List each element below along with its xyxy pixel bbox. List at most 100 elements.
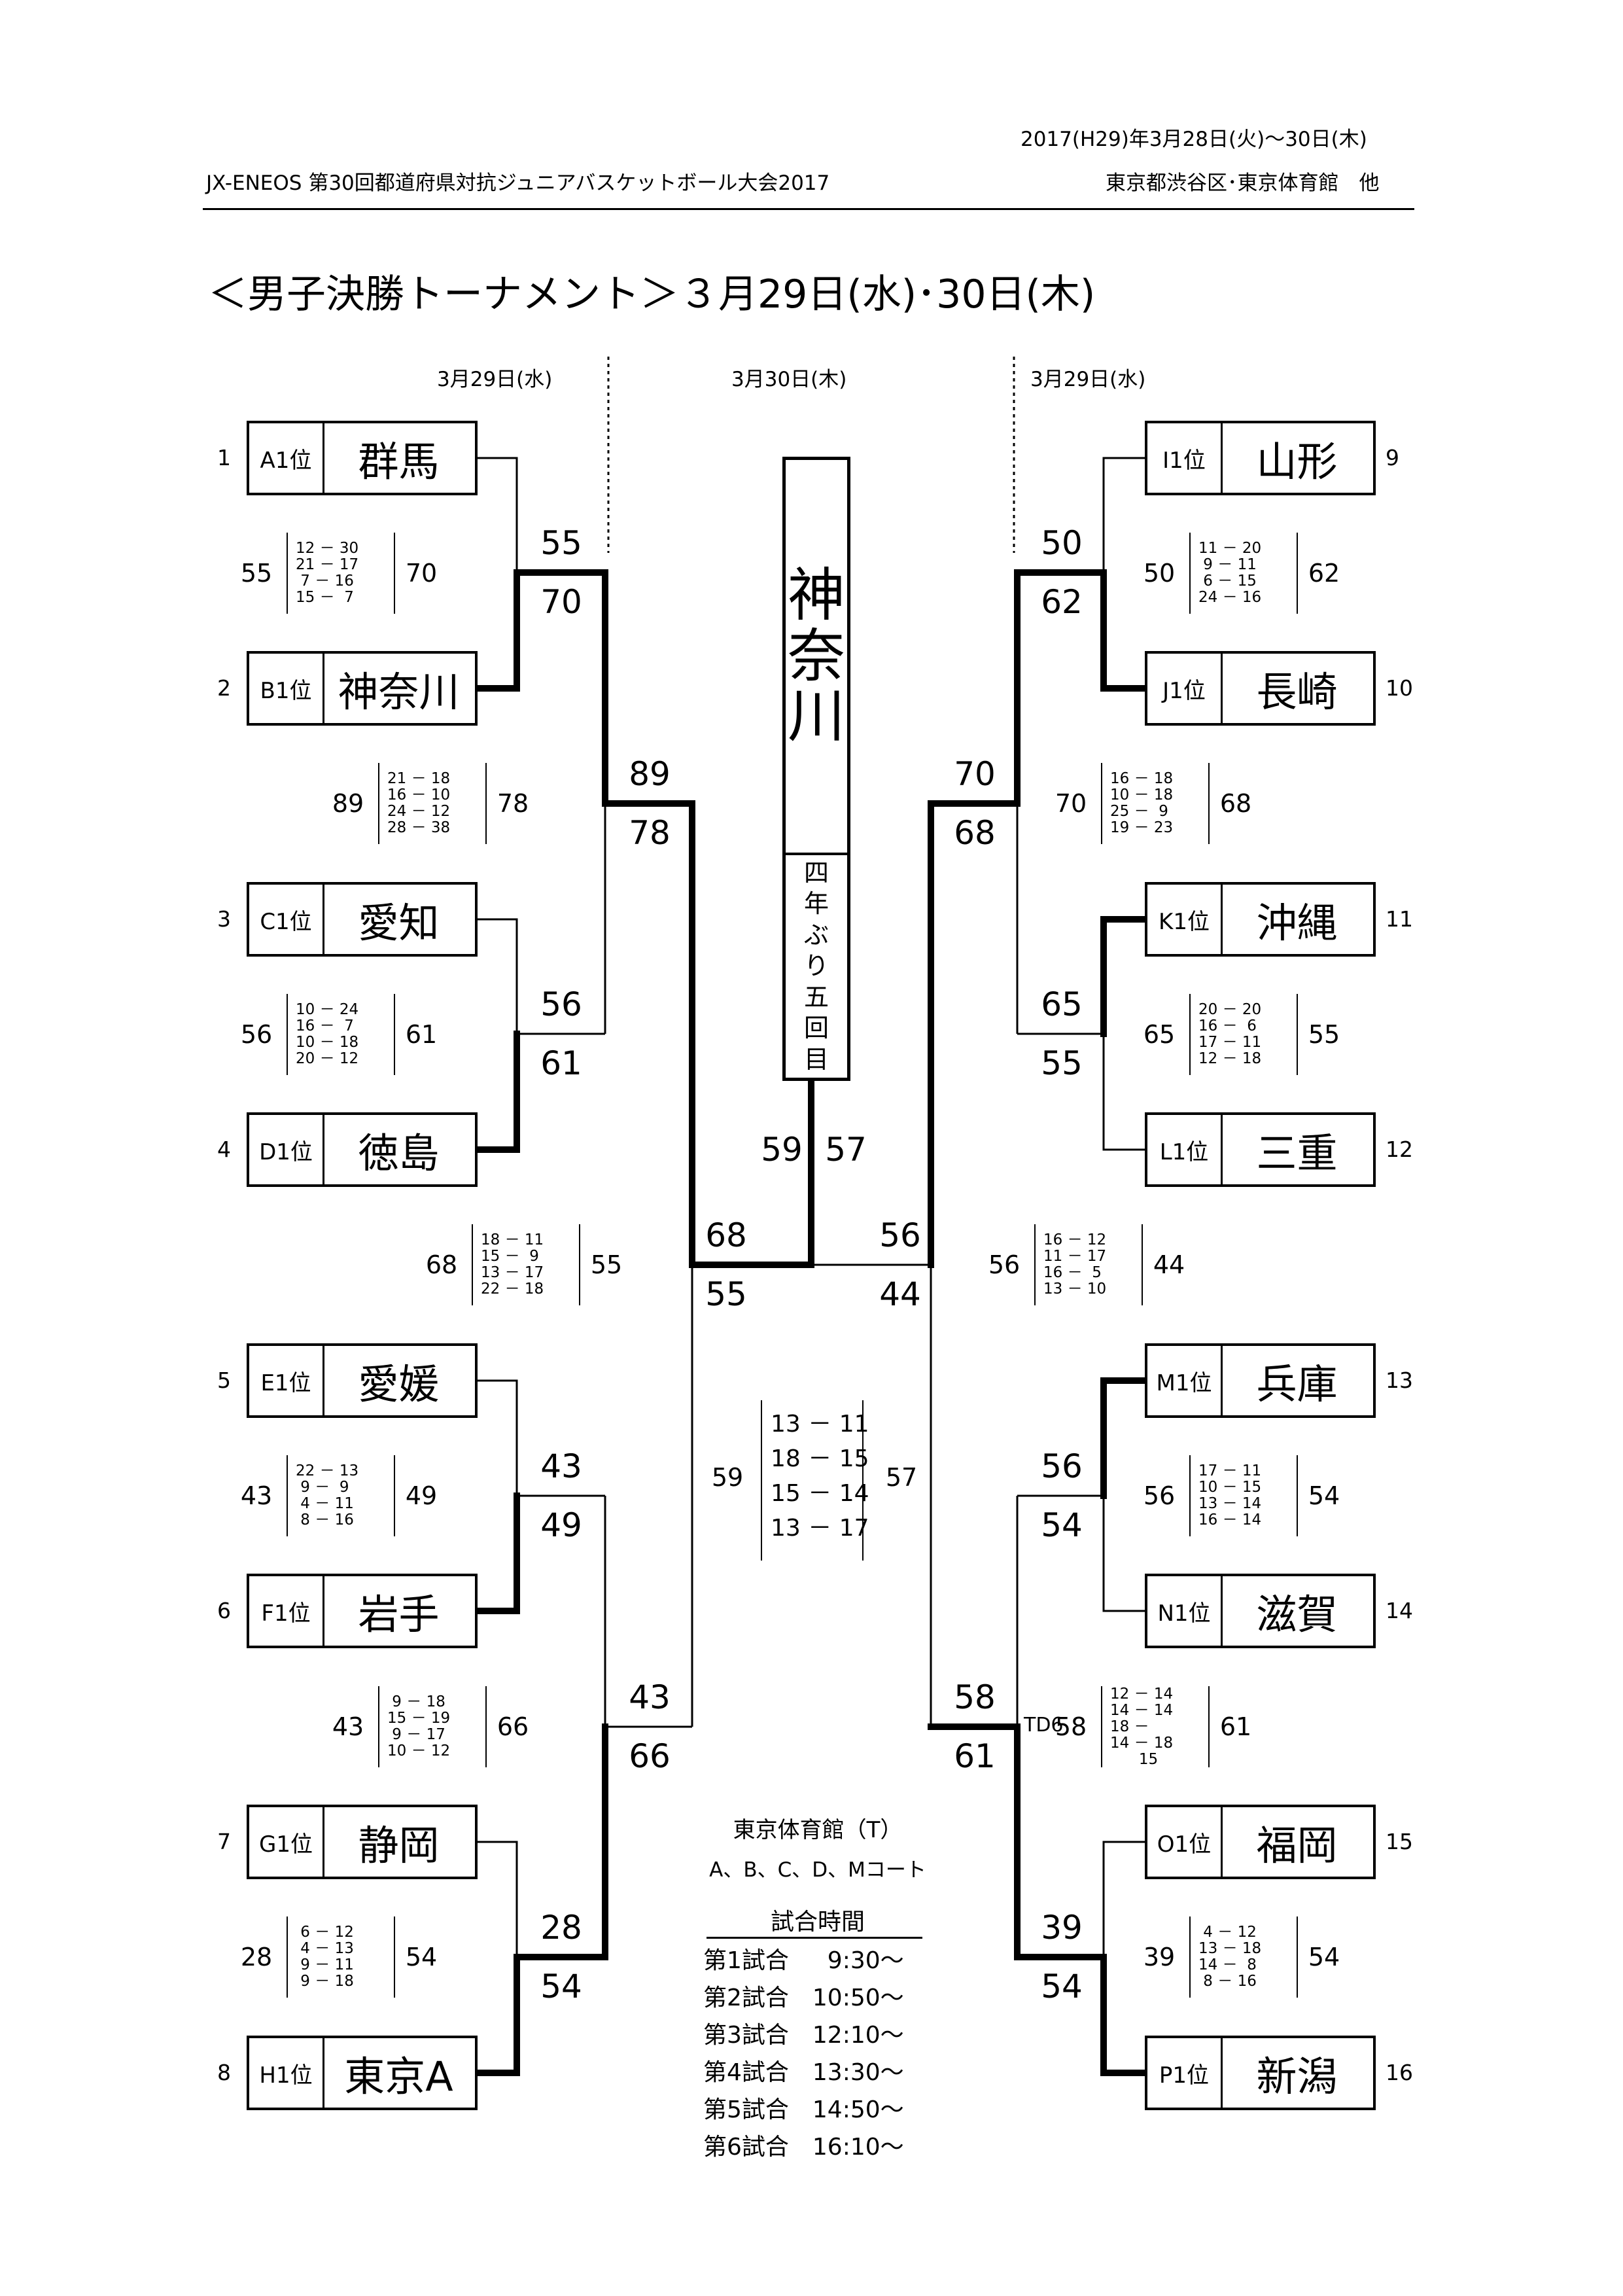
score-divider	[472, 1224, 473, 1305]
quarter-score: 21 － 17	[296, 556, 359, 573]
page-title: ＜男子決勝トーナメント＞３月29日(水)･30日(木)	[208, 272, 1096, 317]
qf_1-total-2: 78	[497, 789, 529, 818]
schedule-row: 第5試合 14:50～	[703, 2096, 904, 2123]
team-seed: 10	[1386, 675, 1413, 701]
final-score-2: 57	[825, 1131, 867, 1169]
r1_8-total-2: 54	[1308, 1943, 1340, 1971]
quarter-score: 11 － 17	[1043, 1248, 1107, 1265]
team-box-2: B1位神奈川	[247, 651, 478, 726]
venue-name: 東京都渋谷区･東京体育館 他	[1106, 171, 1380, 195]
team-position: F1位	[249, 1576, 324, 1646]
bracket-line	[1100, 1377, 1148, 1499]
team-box-15: O1位福岡	[1145, 1805, 1376, 1879]
score-divider	[287, 1916, 288, 1998]
team-name: 滋賀	[1256, 1591, 1338, 1638]
team-position: P1位	[1147, 2038, 1223, 2108]
team-box-7: G1位静岡	[247, 1805, 478, 1879]
score-divider	[1189, 1916, 1191, 1998]
quarter-score: 15 － 19	[387, 1710, 451, 1727]
bracket-line	[474, 1954, 520, 2076]
quarter-score: 12 － 18	[1198, 1050, 1262, 1067]
bracket-line	[474, 1492, 520, 1614]
quarter-score: 15 － 14	[771, 1480, 869, 1507]
score-divider	[761, 1400, 762, 1561]
team-seed: 11	[1386, 906, 1413, 932]
venue-info-courts: A、B、C、D、Mコート	[709, 1858, 926, 1882]
team-position: D1位	[249, 1115, 324, 1184]
team-name: 山形	[1256, 438, 1338, 486]
team-name: 東京A	[344, 2053, 453, 2100]
quarter-score: 18 － 11	[481, 1231, 544, 1248]
r1_7-total-2: 54	[1308, 1481, 1340, 1510]
quarter-score: 7 － 16	[296, 573, 354, 590]
score-divider	[1297, 994, 1298, 1075]
team-name: 神奈川	[338, 668, 460, 716]
r1_3-total-1: 43	[240, 1481, 273, 1510]
team-position: L1位	[1147, 1115, 1223, 1184]
r1_7-score-2: 54	[1041, 1506, 1083, 1544]
champion-box: 神奈川 四年ぶり五回目	[782, 457, 850, 1081]
score-divider	[1101, 763, 1102, 844]
bracket-line	[1100, 916, 1148, 1037]
team-name: 群馬	[358, 438, 440, 486]
champion-note-char: り	[803, 951, 829, 981]
quarter-score: 16 － 12	[1043, 1231, 1107, 1248]
r1_6-total-2: 55	[1308, 1020, 1340, 1049]
team-seed: 8	[217, 2060, 231, 2085]
quarter-score: 22 － 13	[296, 1462, 359, 1479]
r1_8-total-1: 39	[1143, 1943, 1176, 1971]
team-name: 愛媛	[358, 1360, 440, 1408]
r1_5-score-2: 62	[1041, 583, 1083, 621]
team-name: 岩手	[358, 1591, 440, 1638]
qf_4-total-1: 58	[1055, 1712, 1087, 1741]
quarter-score: 4 － 12	[1198, 1924, 1257, 1941]
qf_1-score-2: 78	[629, 814, 671, 852]
quarter-score: 12 － 14	[1110, 1685, 1174, 1703]
quarter-score: 18 － 15	[771, 1445, 869, 1472]
team-name: 新潟	[1256, 2053, 1338, 2100]
quarter-score: 17 － 11	[1198, 1034, 1262, 1051]
quarter-score: 16 － 18	[1110, 770, 1174, 787]
sf_1-total-2: 55	[590, 1250, 623, 1279]
schedule-rule	[707, 1937, 922, 1939]
team-position: H1位	[249, 2038, 324, 2108]
quarter-score: 9 － 11	[296, 1956, 354, 1973]
score-divider	[378, 1686, 379, 1767]
team-seed: 16	[1386, 2060, 1413, 2085]
quarter-score: 6 － 12	[296, 1924, 354, 1941]
sf_2-total-2: 44	[1153, 1250, 1185, 1279]
schedule-row: 第3試合 12:10～	[703, 2022, 904, 2049]
quarter-score: 15	[1110, 1750, 1159, 1768]
r1_4-total-1: 28	[240, 1943, 273, 1971]
sf_1-score-2: 55	[705, 1275, 747, 1313]
quarter-score: 13 － 17	[481, 1264, 544, 1281]
qf_4-total-2: 61	[1219, 1712, 1252, 1741]
team-seed: 12	[1386, 1137, 1413, 1162]
quarter-score: 16 － 5	[1043, 1264, 1102, 1281]
champion-note: 四年ぶり五回目	[786, 853, 847, 1078]
r1_3-total-2: 49	[405, 1481, 438, 1510]
team-position: G1位	[249, 1807, 324, 1877]
team-seed: 2	[217, 675, 231, 701]
quarter-score: 13 － 17	[771, 1515, 869, 1542]
team-name: 静岡	[358, 1822, 440, 1869]
schedule-list: 第1試合 9:30～第2試合 10:50～第3試合 12:10～第4試合 13:…	[703, 1942, 904, 2166]
bracket-line	[478, 1379, 518, 1496]
champion-note-char: 五	[803, 982, 829, 1012]
team-name: 長崎	[1256, 668, 1338, 716]
score-divider	[394, 533, 395, 614]
quarter-score: 9 － 17	[387, 1726, 445, 1743]
team-box-6: F1位岩手	[247, 1574, 478, 1648]
quarter-score: 20 － 20	[1198, 1001, 1262, 1018]
team-name: 愛知	[358, 899, 440, 947]
qf_1-score-1: 89	[629, 755, 671, 793]
score-divider	[394, 1916, 395, 1998]
schedule-title: 試合時間	[770, 1909, 865, 1935]
qf_3-score-1: 70	[954, 755, 996, 793]
r1_7-score-1: 56	[1041, 1447, 1083, 1485]
quarter-score: 8 － 16	[1198, 1973, 1257, 1990]
r1_1-score-1: 55	[540, 524, 582, 562]
score-divider	[862, 1400, 864, 1561]
day-label-left: 3月29日(水)	[437, 368, 553, 391]
